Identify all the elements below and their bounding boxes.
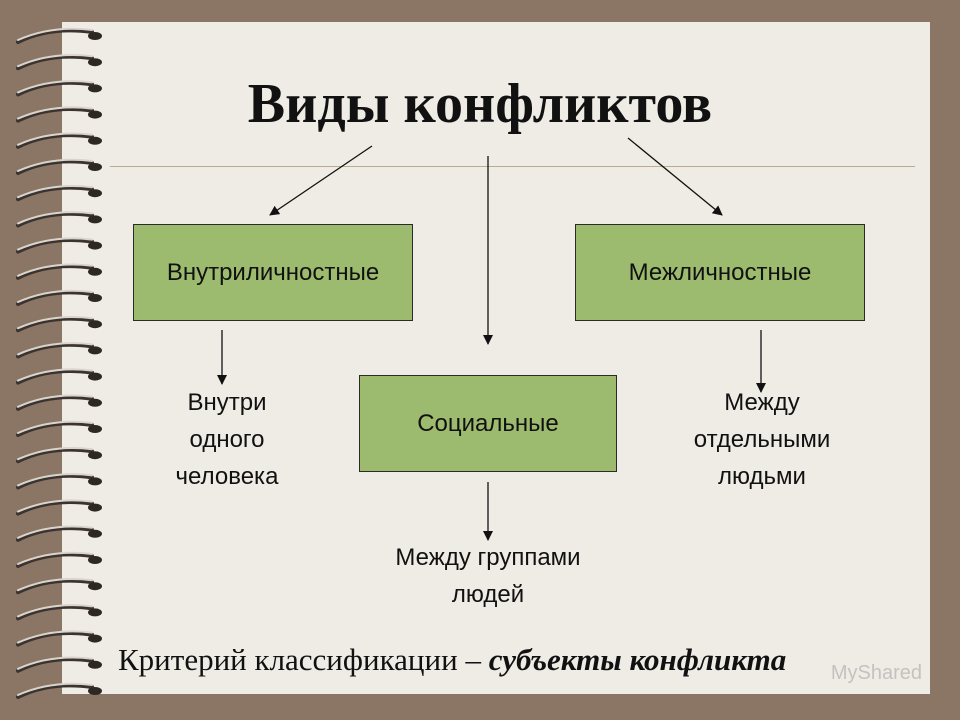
binding-ring xyxy=(16,80,102,97)
binding-ring xyxy=(16,158,102,175)
classification-criterion: Критерий классификации – субъекты конфли… xyxy=(118,642,786,678)
binding-ring xyxy=(16,577,102,595)
binding-ring xyxy=(16,420,102,437)
desc-interpersonal: Между отдельными людьми xyxy=(662,384,862,495)
binding-ring xyxy=(16,473,102,490)
desc-intrapersonal-line-3: человека xyxy=(175,463,279,490)
title-divider xyxy=(110,166,915,167)
desc-intrapersonal-line-2: одного xyxy=(189,426,265,453)
desc-interpersonal-line-1: Между xyxy=(724,389,800,416)
watermark-logo: MyShared xyxy=(830,662,922,684)
binding-ring xyxy=(16,682,102,699)
criterion-emphasis: субъекты конфликта xyxy=(488,642,787,677)
box-interpersonal: Межличностные xyxy=(575,224,865,321)
diagram-title: Виды конфликтов xyxy=(247,73,713,135)
box-intrapersonal: Внутриличностные xyxy=(133,224,413,321)
binding-ring xyxy=(16,27,102,44)
binding-ring xyxy=(16,184,102,202)
binding-ring xyxy=(16,289,102,306)
desc-intrapersonal-line-1: Внутри xyxy=(187,389,267,416)
binding-ring xyxy=(16,368,102,385)
binding-ring xyxy=(16,551,102,568)
binding-ring xyxy=(16,211,102,228)
binding-ring xyxy=(16,315,102,333)
box-social: Социальные xyxy=(359,375,617,472)
binding-ring xyxy=(16,525,102,542)
desc-interpersonal-line-3: людьми xyxy=(718,463,806,490)
desc-intrapersonal: Внутри одного человека xyxy=(142,384,312,495)
binding-ring xyxy=(16,53,102,71)
binding-ring xyxy=(16,263,102,280)
binding-ring xyxy=(16,132,102,149)
binding-ring xyxy=(16,342,102,359)
arrow-to-interpersonal xyxy=(627,137,723,216)
binding-ring xyxy=(16,394,102,411)
slide-page xyxy=(62,22,930,694)
binding-ring xyxy=(16,630,102,647)
binding-ring xyxy=(16,656,102,673)
desc-social-line-1: Между группами xyxy=(395,544,581,571)
desc-social: Между группами людей xyxy=(355,539,621,613)
binding-ring xyxy=(16,604,102,621)
desc-social-line-2: людей xyxy=(451,581,525,608)
desc-interpersonal-line-2: отдельными xyxy=(693,426,831,453)
binding-ring xyxy=(16,237,102,254)
binding-ring xyxy=(16,106,102,123)
criterion-prefix: Критерий классификации – xyxy=(118,642,489,677)
arrow-to-intrapersonal xyxy=(269,145,373,216)
binding-ring xyxy=(16,499,102,516)
spiral-binding xyxy=(16,27,102,699)
binding-ring xyxy=(16,446,102,464)
